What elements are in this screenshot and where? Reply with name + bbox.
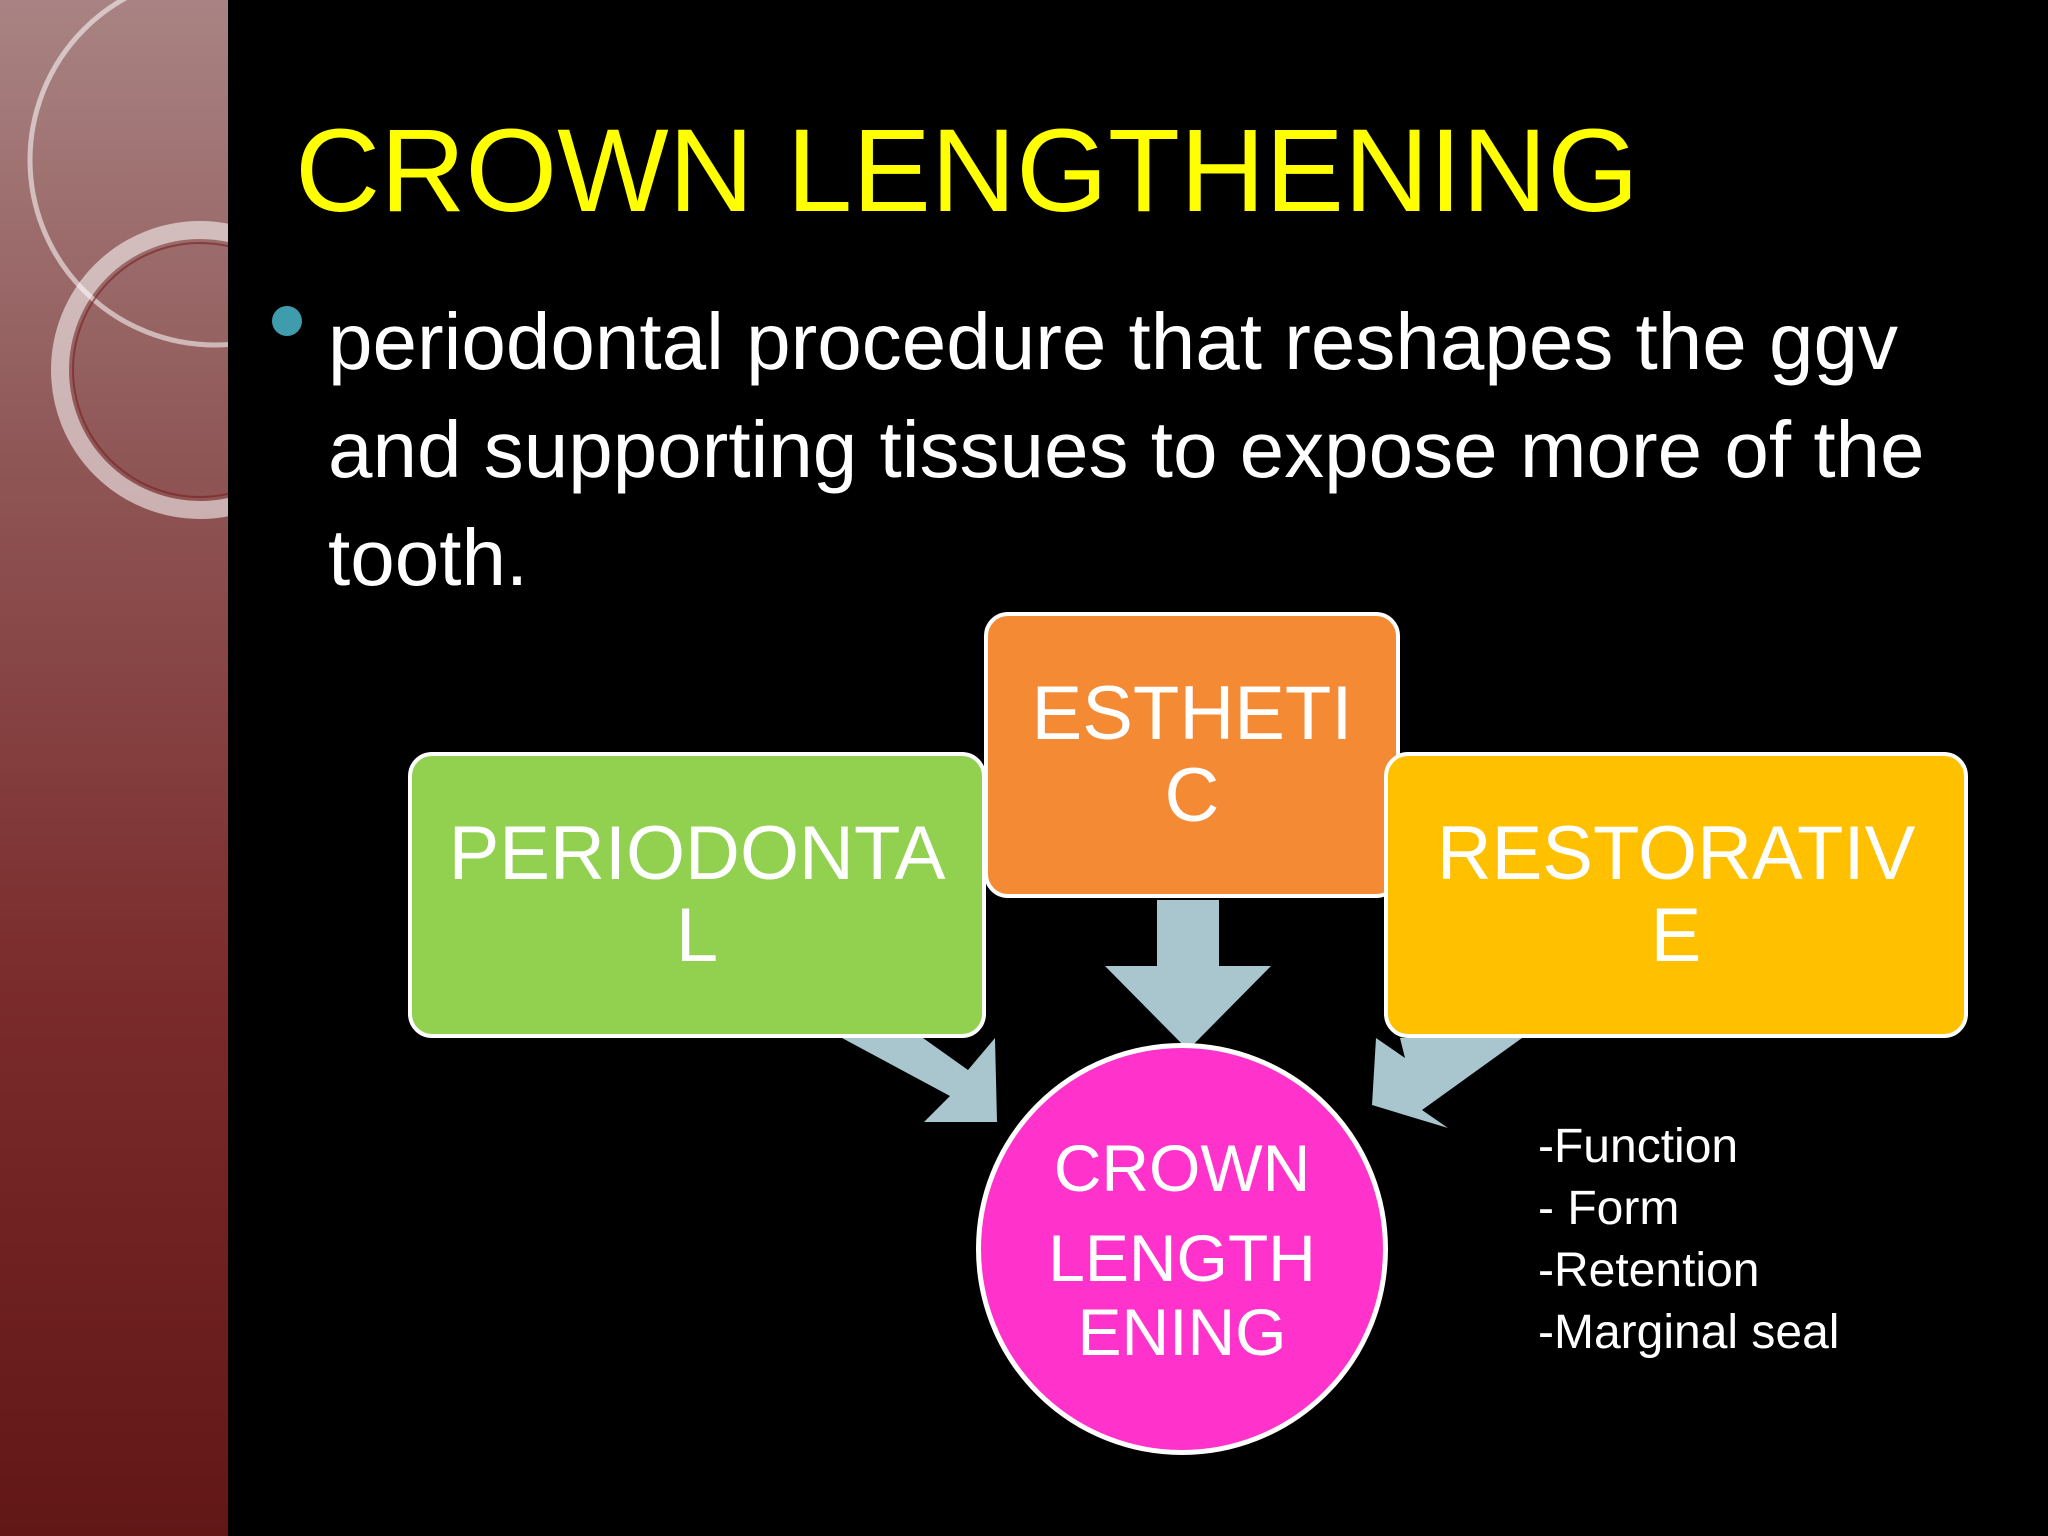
arrow-periodontal-to-center [842, 1038, 997, 1122]
decorative-sidebar [0, 0, 228, 1536]
decorative-ring-large [27, 0, 228, 348]
note-item: - Form [1538, 1182, 1680, 1235]
note-item: -Function [1538, 1120, 1739, 1173]
restorative-notes-list: -Function - Form -Retention -Marginal se… [1538, 1116, 1839, 1364]
decorative-rings [27, 0, 228, 519]
node-crown-lengthening: CROWN LENGTHENING [976, 1043, 1388, 1455]
node-periodontal: PERIODONTAL [408, 752, 986, 1038]
center-label-line-2: LENGTHENING [1048, 1220, 1316, 1369]
note-item: -Marginal seal [1538, 1306, 1840, 1359]
slide-title: CROWN LENGTHENING [295, 105, 1639, 237]
node-restorative: RESTORATIVE [1384, 752, 1968, 1038]
note-item: -Retention [1538, 1244, 1760, 1297]
center-label-line-1: CROWN [1053, 1131, 1311, 1206]
node-esthetic: ESTHETIC [984, 612, 1400, 898]
bullet-dot-icon [272, 306, 302, 336]
decorative-ring-inner-edge [72, 242, 228, 498]
arrow-restorative-to-center [1372, 1038, 1522, 1128]
bullet-text: periodontal procedure that reshapes the … [328, 297, 1925, 602]
arrow-esthetic-to-center [1105, 900, 1271, 1050]
decorative-ring-medium [51, 221, 228, 519]
